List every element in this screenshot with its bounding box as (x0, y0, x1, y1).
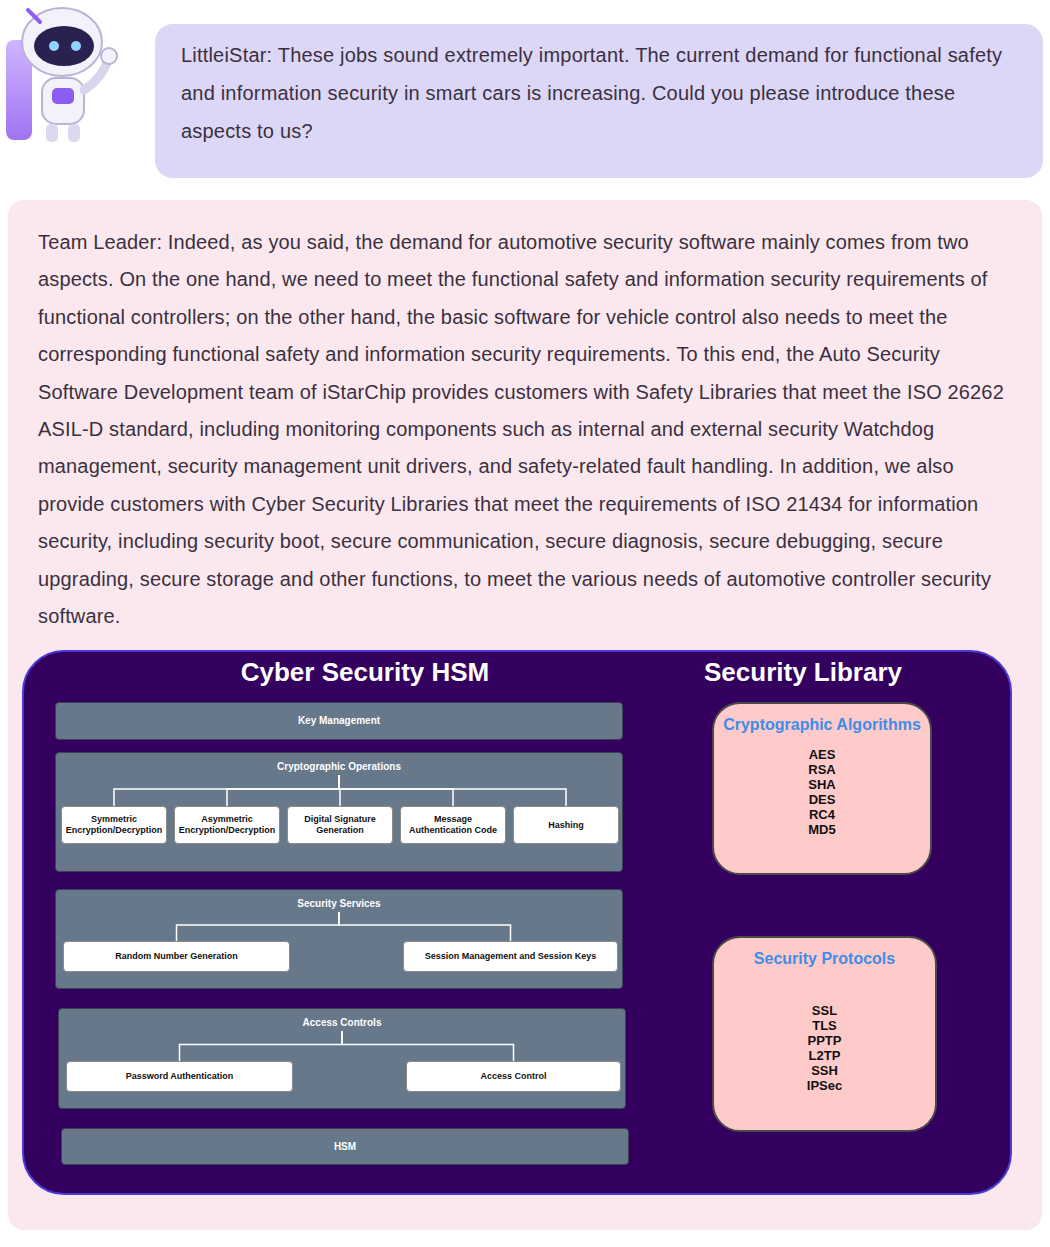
connector-line (180, 1031, 343, 1061)
component-band: Key Management (55, 702, 623, 740)
component-band: HSM (61, 1128, 629, 1165)
connector-line (177, 912, 340, 941)
title-row: Cyber Security HSMSecurity Library (24, 656, 933, 688)
band-heading: HSM (62, 1129, 628, 1164)
box-label: Asymmetric Encryption/Decryption (179, 814, 276, 836)
box-label: Digital Signature Generation (292, 814, 388, 836)
band-heading: Cryptographic Operations (56, 761, 622, 773)
connector-line (227, 775, 339, 806)
function-box: Symmetric Encryption/Decryption (61, 806, 167, 844)
library-box: Cryptographic AlgorithmsAES RSA SHA DES … (712, 702, 932, 875)
diagram-frame: Cyber Security HSMSecurity LibraryKey Ma… (22, 650, 1012, 1195)
box-label: Password Authentication (126, 1071, 234, 1082)
box-label: Access Control (480, 1071, 546, 1082)
function-box: Message Authentication Code (400, 806, 506, 844)
section-title: Cyber Security HSM (60, 656, 670, 688)
function-box: Random Number Generation (63, 941, 290, 972)
connector-line (339, 912, 511, 941)
function-box: Hashing (513, 806, 619, 844)
band-heading: Key Management (56, 703, 622, 739)
function-box: Access Control (406, 1061, 621, 1092)
box-label: Symmetric Encryption/Decryption (66, 814, 163, 836)
library-box: Security ProtocolsSSL TLS PPTP L2TP SSH … (712, 936, 937, 1132)
dialogue-text: Team Leader: Indeed, as you said, the de… (38, 224, 1022, 635)
box-heading: Cryptographic Algorithms (714, 715, 930, 735)
robot-mascot (0, 0, 150, 160)
box-label: Hashing (548, 820, 584, 831)
box-label: Message Authentication Code (405, 814, 501, 836)
connector-line (342, 1031, 514, 1061)
function-box: Session Management and Session Keys (403, 941, 618, 972)
answer-panel: Team Leader: Indeed, as you said, the de… (8, 200, 1042, 1230)
component-band: Cryptographic OperationsSymmetric Encryp… (55, 752, 623, 872)
function-box: Password Authentication (66, 1061, 293, 1092)
chat-bubble: LittleiStar: These jobs sound extremely … (155, 24, 1043, 178)
box-heading: Security Protocols (714, 949, 935, 969)
connector-line (339, 775, 566, 806)
function-box: Asymmetric Encryption/Decryption (174, 806, 280, 844)
function-box: Digital Signature Generation (287, 806, 393, 844)
box-label: Session Management and Session Keys (425, 951, 597, 962)
component-band: Security ServicesRandom Number Generatio… (55, 889, 623, 989)
item-list: SSL TLS PPTP L2TP SSH IPSec (800, 1003, 850, 1093)
band-heading: Security Services (56, 898, 622, 910)
section-title: Security Library (673, 656, 933, 688)
band-heading: Access Controls (59, 1017, 625, 1029)
connector-line (339, 775, 453, 806)
connector-line (114, 775, 339, 806)
component-band: Access ControlsPassword Authentication Ac… (58, 1008, 626, 1109)
dialogue-text: LittleiStar: These jobs sound extremely … (181, 36, 1021, 150)
box-label: Random Number Generation (115, 951, 238, 962)
item-list: AES RSA SHA DES RC4 MD5 (797, 747, 847, 837)
